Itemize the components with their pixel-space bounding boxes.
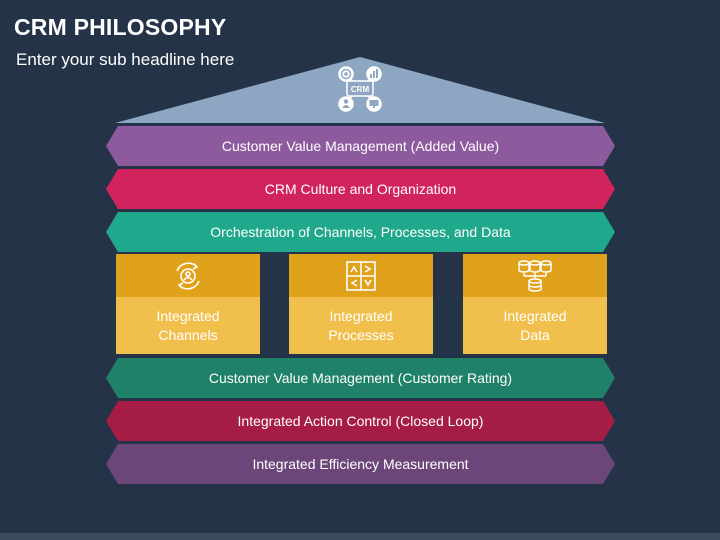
pillar-label-line1: Integrated xyxy=(503,307,567,324)
pillar-icon-area xyxy=(289,254,433,297)
band-customer-value-rating: Customer Value Management (Customer Rati… xyxy=(106,358,615,398)
crm-center-box xyxy=(346,80,374,97)
people-cycle-icon xyxy=(176,261,200,290)
puzzle-arrows-icon xyxy=(346,260,376,291)
crm-icon-group xyxy=(338,66,382,112)
page-subtitle: Enter your sub headline here xyxy=(16,50,235,69)
band-label: Integrated Efficiency Measurement xyxy=(252,456,469,472)
band-action-control: Integrated Action Control (Closed Loop) xyxy=(106,401,615,441)
pillar-label-area: Integrated Processes xyxy=(289,297,433,354)
house-roof: CRM xyxy=(115,57,605,123)
pillar-label-line2: Channels xyxy=(158,326,218,343)
bar-chart-icon xyxy=(366,66,382,82)
database-icon xyxy=(518,259,552,292)
person-icon xyxy=(338,96,354,112)
pillar-integrated-channels: Integrated Channels xyxy=(116,254,260,354)
page-title: CRM PHILOSOPHY xyxy=(14,14,227,40)
target-icon xyxy=(338,66,354,82)
pillar-integrated-data: Integrated Data xyxy=(463,254,607,354)
pillar-icon-area xyxy=(463,254,607,297)
band-label: Integrated Action Control (Closed Loop) xyxy=(237,413,484,429)
pillar-label-area: Integrated Data xyxy=(463,297,607,354)
pillar-label-line2: Processes xyxy=(328,326,394,343)
band-crm-culture: CRM Culture and Organization xyxy=(106,169,615,209)
band-efficiency-measurement: Integrated Efficiency Measurement xyxy=(106,444,615,484)
pillar-label-line1: Integrated xyxy=(156,307,220,324)
pillar-integrated-processes: Integrated Processes xyxy=(289,254,433,354)
band-orchestration: Orchestration of Channels, Processes, an… xyxy=(106,212,615,252)
band-label: CRM Culture and Organization xyxy=(264,181,457,197)
monitor-icon xyxy=(366,96,382,112)
crm-icon-label: CRM xyxy=(351,85,370,94)
pillar-label-line1: Integrated xyxy=(329,307,393,324)
pillar-icon-area xyxy=(116,254,260,297)
roof-triangle xyxy=(115,57,605,123)
band-label: Orchestration of Channels, Processes, an… xyxy=(210,224,511,240)
band-label: Customer Value Management (Added Value) xyxy=(221,138,500,154)
bottom-strip xyxy=(0,533,720,540)
pillar-label-line2: Data xyxy=(520,326,550,343)
band-label: Customer Value Management (Customer Rati… xyxy=(208,370,513,386)
pillar-label-area: Integrated Channels xyxy=(116,297,260,354)
band-customer-value-added: Customer Value Management (Added Value) xyxy=(106,126,615,166)
